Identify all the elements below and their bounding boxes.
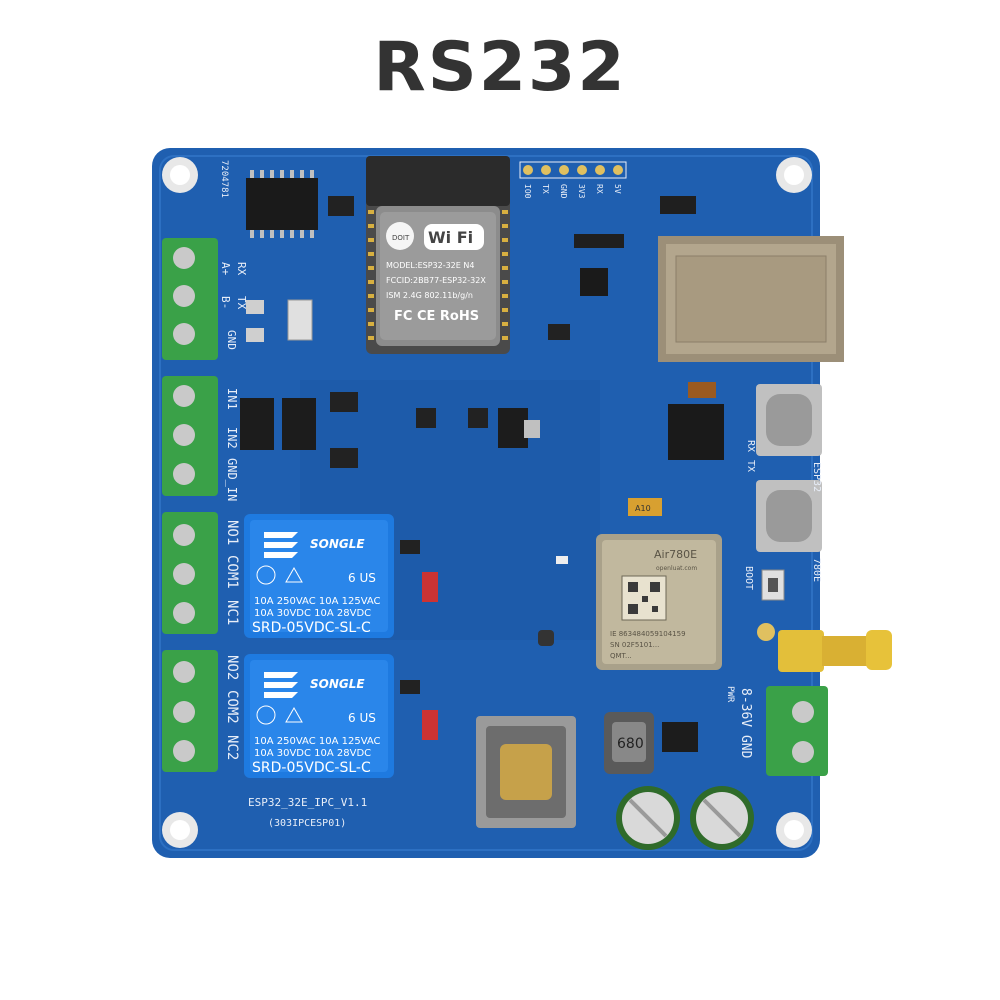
cellular-module: Air780E openluat.com IE 863484059104159 …	[596, 534, 722, 670]
relay2-rating2: 10A 30VDC 10A 28VDC	[254, 748, 371, 759]
pin-io0: IO0	[523, 184, 532, 199]
relay1-rating1: 10A 250VAC 10A 125VAC	[254, 596, 381, 607]
board-name: ESP32_32E_IPC_V1.1	[248, 796, 367, 809]
pin-tx: TX	[541, 184, 550, 194]
pin-gnd: GND	[559, 184, 568, 199]
label-in1: IN1	[225, 388, 239, 410]
label-b-minus: B-	[219, 296, 232, 309]
relay2-model: SRD-05VDC-SL-C	[252, 760, 371, 776]
label-780e: 780E	[811, 558, 822, 582]
cellular-imei: IE 863484059104159	[610, 630, 686, 638]
relay1-model: SRD-05VDC-SL-C	[252, 620, 371, 636]
usb-c-esp32-port	[756, 384, 822, 456]
label-in2: IN2	[225, 427, 239, 449]
serial-number: 7204781	[219, 160, 229, 198]
doit-logo-text: DOIT	[392, 234, 410, 242]
label-esp32: ESP32	[811, 462, 822, 492]
label-rx: RX	[235, 262, 248, 276]
relay2-mark: 6 US	[348, 711, 376, 725]
label-no1: NO1	[224, 520, 240, 545]
label-nc1: NC1	[224, 600, 240, 625]
label-gnd-in: GND_IN	[225, 458, 239, 501]
label-tx: TX	[235, 296, 248, 310]
cellular-line3: QMT...	[610, 652, 632, 660]
label-no2: NO2	[224, 655, 240, 680]
label-com2: COM2	[224, 690, 240, 724]
label-boot: BOOT	[743, 566, 754, 590]
page-title: RS232	[373, 28, 627, 107]
wifi-logo: Wi Fi	[428, 228, 473, 247]
wifi-fccid: FCCID:2BB77-ESP32-32X	[386, 276, 486, 285]
label-pwr: PWR	[725, 686, 735, 703]
ethernet-jack	[658, 236, 844, 362]
relay2-brand: SONGLE	[310, 677, 365, 691]
pin-5v: 5V	[613, 184, 622, 194]
capacitor-2	[690, 786, 754, 850]
terminal-block-power	[766, 686, 828, 776]
cap-marking: A10	[635, 504, 651, 513]
terminal-block-relay1	[162, 512, 218, 634]
label-gnd: GND	[225, 330, 238, 350]
mounting-holes	[162, 157, 812, 848]
label-tx-port: TX	[745, 460, 756, 472]
pin-header	[519, 161, 627, 179]
optocoupler-2	[282, 398, 316, 450]
relay1-mark: 6 US	[348, 571, 376, 585]
wifi-module: DOIT Wi Fi MODEL:ESP32-32E N4 FCCID:2BB7…	[366, 156, 510, 354]
capacitor-1	[616, 786, 680, 850]
wifi-certs: FC CE RoHS	[394, 309, 479, 324]
label-rx-port: RX	[745, 440, 756, 452]
relay-1: SONGLE 6 US 10A 250VAC 10A 125VAC 10A 30…	[244, 514, 394, 638]
sma-antenna-connector	[757, 623, 892, 672]
pin-3v3: 3V3	[577, 184, 586, 199]
rs232-ic	[246, 178, 318, 230]
relay1-rating2: 10A 30VDC 10A 28VDC	[254, 608, 371, 619]
cellular-name: Air780E	[654, 548, 697, 561]
board-code: (303IPCESP01)	[268, 818, 346, 829]
sim-card-slot	[476, 716, 576, 828]
terminal-block-rs232	[162, 238, 218, 360]
relay1-brand: SONGLE	[310, 537, 365, 551]
relay2-rating1: 10A 250VAC 10A 125VAC	[254, 736, 381, 747]
label-power: 8-36V GND	[738, 688, 753, 759]
cellular-site: openluat.com	[656, 565, 697, 572]
cellular-sn: SN 02F5101...	[610, 641, 659, 649]
relay-2: SONGLE 6 US 10A 250VAC 10A 125VAC 10A 30…	[244, 654, 394, 778]
label-nc2: NC2	[224, 735, 240, 760]
label-a-plus: A+	[219, 262, 232, 276]
terminal-block-inputs	[162, 376, 218, 496]
ethernet-phy-chip	[668, 404, 724, 460]
terminal-block-relay2	[162, 650, 218, 772]
pin-rx: RX	[595, 184, 604, 194]
label-com1: COM1	[224, 555, 240, 589]
wifi-ism: ISM 2.4G 802.11b/g/n	[386, 291, 473, 300]
inductor-marking: 680	[617, 736, 644, 752]
optocoupler-1	[240, 398, 274, 450]
wifi-model: MODEL:ESP32-32E N4	[386, 261, 474, 270]
usb-c-780e-port	[756, 480, 822, 552]
